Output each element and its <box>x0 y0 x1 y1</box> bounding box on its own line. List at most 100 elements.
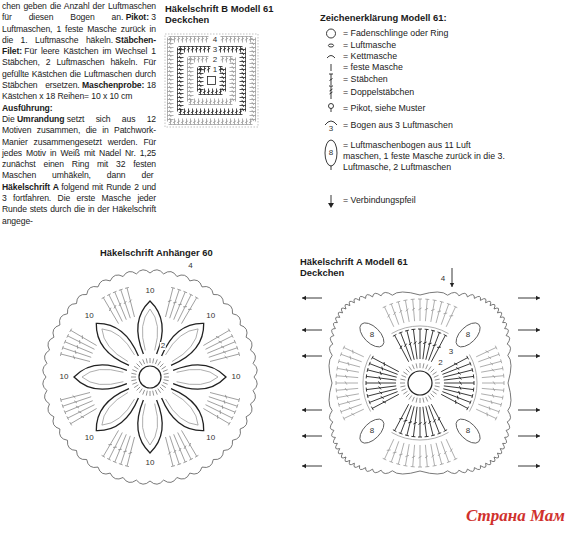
stitch-symbol <box>198 80 204 84</box>
picot-edge <box>77 294 87 303</box>
stitch-symbol <box>250 94 256 98</box>
stitch-symbol <box>425 445 429 467</box>
chart-stroke <box>153 358 154 363</box>
join-arrow <box>302 328 306 332</box>
picot-edge <box>420 471 448 474</box>
picot-edge <box>459 293 468 297</box>
picot-edge <box>336 317 340 323</box>
chart-stroke <box>406 369 410 373</box>
ring-symbol <box>327 29 336 38</box>
stitch-symbol <box>178 96 184 100</box>
join-arrow <box>536 296 540 300</box>
stitch-symbol <box>179 109 183 115</box>
stitch-symbol <box>166 287 176 317</box>
chart-stroke <box>423 363 424 368</box>
picot-edge <box>177 275 190 281</box>
chart-stroke <box>403 391 407 394</box>
chain-count: 10 <box>145 459 156 467</box>
stitch-symbol <box>219 47 223 53</box>
stitch-symbol <box>481 394 503 400</box>
stitch-symbol <box>168 90 174 94</box>
stitch-symbol <box>225 119 229 125</box>
stitch-symbol <box>188 78 194 82</box>
stitch-symbol <box>442 362 471 375</box>
chart-stroke <box>400 379 405 380</box>
chain-loop-symbol <box>325 140 337 166</box>
stitch-symbol <box>227 109 231 115</box>
stitch-symbol <box>250 78 256 82</box>
picot-edge <box>202 286 213 294</box>
chain-count: 8 <box>369 427 375 435</box>
chart-stroke <box>416 363 417 368</box>
stitch-symbol <box>336 374 358 379</box>
picot-edge <box>224 440 233 450</box>
picot-edge <box>164 272 177 277</box>
petal-outline <box>96 323 138 365</box>
picot-edge <box>349 301 354 305</box>
stitch-symbol <box>480 399 502 407</box>
chart-stroke <box>164 373 169 374</box>
join-arrow-head <box>328 203 334 208</box>
round-number: 4 <box>440 275 446 283</box>
stitch-symbol <box>203 47 207 53</box>
stitch-symbol <box>229 37 233 43</box>
chart-stroke <box>139 361 142 365</box>
stitch-symbol <box>67 405 95 420</box>
chart-stroke <box>409 366 412 370</box>
chart-stroke <box>163 382 168 384</box>
stitch-symbol <box>241 119 245 125</box>
chart-stroke <box>406 394 410 398</box>
stitch-symbol <box>250 70 256 74</box>
chart-stroke <box>160 387 164 391</box>
stitch-symbol <box>431 300 437 322</box>
stitch-symbol <box>239 47 243 53</box>
stitch-symbol <box>366 381 396 385</box>
stitch-symbol <box>221 57 225 63</box>
picot-edge <box>136 270 150 274</box>
picot-edge <box>341 453 346 458</box>
chain-count: 8 <box>465 427 471 435</box>
stitch-symbol <box>195 109 199 115</box>
stitch-symbol <box>178 84 184 88</box>
chart-stroke <box>428 396 431 400</box>
picot-edge <box>467 295 474 299</box>
stitch-symbol <box>168 106 174 110</box>
picot-edge <box>359 466 365 470</box>
chart-center <box>208 77 216 85</box>
join-arrow <box>536 464 540 468</box>
legend-text: = Verbindungspfeil <box>343 195 505 206</box>
chart-stroke <box>433 391 437 394</box>
chain-loop <box>452 319 485 352</box>
join-arrow-symbol <box>331 195 332 204</box>
ring-symbol <box>408 371 432 395</box>
stitch-symbol <box>418 445 422 467</box>
petal-inner <box>177 369 218 384</box>
picot-edge <box>253 363 257 377</box>
stitch-symbol <box>201 37 205 43</box>
stitch-symbol <box>179 47 183 53</box>
stitch-symbol <box>191 109 195 115</box>
stitch-symbol <box>197 57 201 63</box>
stitch-symbol <box>211 89 215 95</box>
stitch-symbol <box>210 352 240 362</box>
stitch-symbol <box>446 306 457 327</box>
stitch-symbol <box>168 54 174 58</box>
stitch-symbol <box>426 406 435 436</box>
stitch-symbol <box>183 47 187 53</box>
picot-edge <box>43 363 47 377</box>
stitch-symbol <box>207 67 211 73</box>
picot-edge <box>448 470 459 473</box>
stitch-symbol <box>188 98 194 102</box>
picot-edge <box>373 293 382 297</box>
picot-edge <box>123 478 136 483</box>
stitch-symbol <box>207 89 211 95</box>
chain-symbol <box>328 44 333 47</box>
stitch-symbol <box>201 119 205 125</box>
picot-edge <box>474 466 480 470</box>
stitch-symbol <box>423 407 429 437</box>
stitch-symbol <box>169 119 173 125</box>
stitch-symbol <box>230 94 236 98</box>
chart-stroke <box>143 359 145 364</box>
stitch-symbol <box>198 88 204 92</box>
stitch-symbol <box>230 82 236 86</box>
